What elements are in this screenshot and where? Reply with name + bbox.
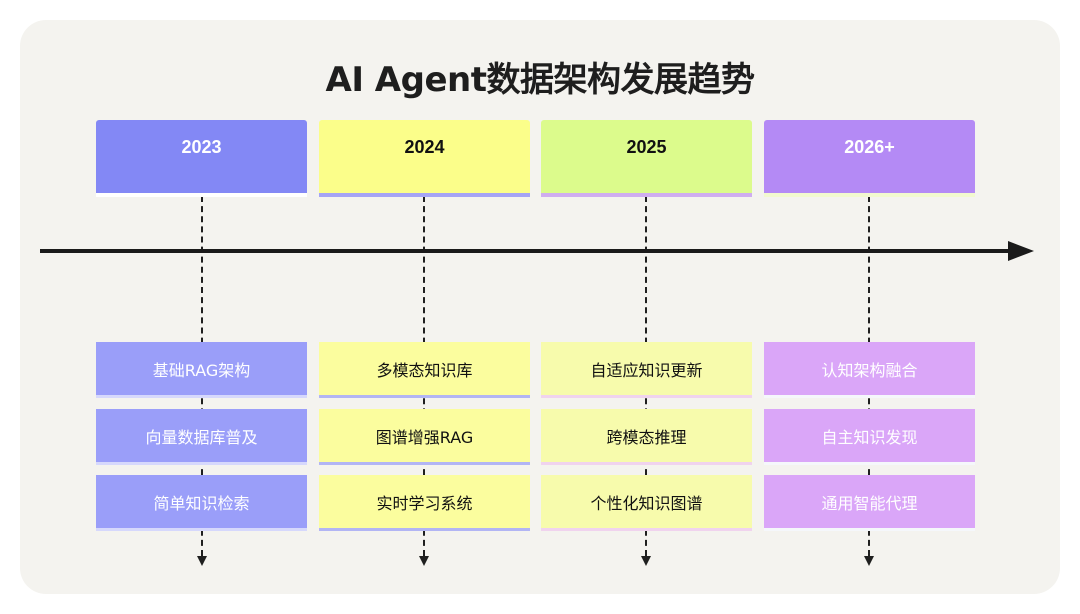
trend-item-underline xyxy=(764,462,975,465)
trend-item-underline xyxy=(319,462,530,465)
trend-item-underline xyxy=(319,395,530,398)
trend-item-underline xyxy=(764,395,975,398)
trend-item: 自适应知识更新 xyxy=(541,342,752,395)
trend-item: 简单知识检索 xyxy=(96,475,307,528)
trend-item: 个性化知识图谱 xyxy=(541,475,752,528)
trend-item-underline xyxy=(764,528,975,531)
trend-item: 向量数据库普及 xyxy=(96,409,307,462)
trend-item: 通用智能代理 xyxy=(764,475,975,528)
year-header-underline xyxy=(764,193,975,197)
down-arrow-icon xyxy=(864,556,874,566)
down-arrow-icon xyxy=(419,556,429,566)
year-header-underline xyxy=(319,193,530,197)
trend-item: 跨模态推理 xyxy=(541,409,752,462)
trend-item: 自主知识发现 xyxy=(764,409,975,462)
diagram-title: AI Agent数据架构发展趋势 xyxy=(325,60,755,100)
year-header-2023: 2023 xyxy=(96,120,307,193)
down-arrow-icon xyxy=(641,556,651,566)
trend-item: 多模态知识库 xyxy=(319,342,530,395)
timeline-arrow-icon xyxy=(1008,241,1034,261)
down-arrow-icon xyxy=(197,556,207,566)
trend-item: 基础RAG架构 xyxy=(96,342,307,395)
trend-item-underline xyxy=(96,462,307,465)
year-header-underline xyxy=(541,193,752,197)
trend-item-underline xyxy=(541,462,752,465)
trend-item: 认知架构融合 xyxy=(764,342,975,395)
trend-item-underline xyxy=(96,528,307,531)
trend-item-underline xyxy=(541,528,752,531)
year-header-underline xyxy=(96,193,307,197)
trend-item: 图谱增强RAG xyxy=(319,409,530,462)
trend-item-underline xyxy=(319,528,530,531)
year-header-2026-plus: 2026+ xyxy=(764,120,975,193)
year-header-2024: 2024 xyxy=(319,120,530,193)
year-header-2025: 2025 xyxy=(541,120,752,193)
timeline-axis xyxy=(40,249,1010,253)
trend-item-underline xyxy=(541,395,752,398)
trend-item: 实时学习系统 xyxy=(319,475,530,528)
trend-item-underline xyxy=(96,395,307,398)
